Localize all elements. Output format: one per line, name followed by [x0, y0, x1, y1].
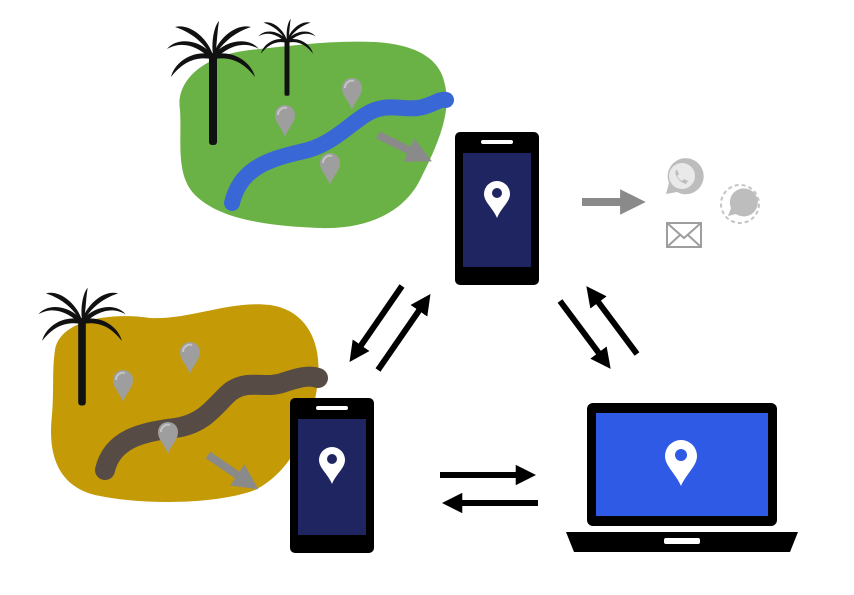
smartphone-icon — [290, 398, 374, 553]
location-pin-icon — [665, 440, 697, 486]
signal-icon — [720, 184, 760, 224]
sync-arrows-phone-phone — [349, 284, 431, 372]
sync-arrows-phone-laptop — [557, 286, 640, 369]
laptop-icon — [566, 403, 798, 552]
brown-river — [95, 366, 328, 480]
mail-icon — [666, 222, 702, 248]
flow-arrow — [376, 131, 432, 162]
smartphone-icon — [455, 132, 539, 285]
flow-arrow — [205, 451, 259, 490]
mustard-landmass — [51, 304, 319, 502]
location-pin-icon — [484, 181, 510, 218]
sync-arrows-phone-laptop-bottom — [440, 464, 538, 514]
whatsapp-icon — [666, 158, 704, 195]
blue-river — [224, 91, 454, 211]
green-landmass — [179, 41, 447, 229]
location-pin-icon — [319, 447, 345, 484]
